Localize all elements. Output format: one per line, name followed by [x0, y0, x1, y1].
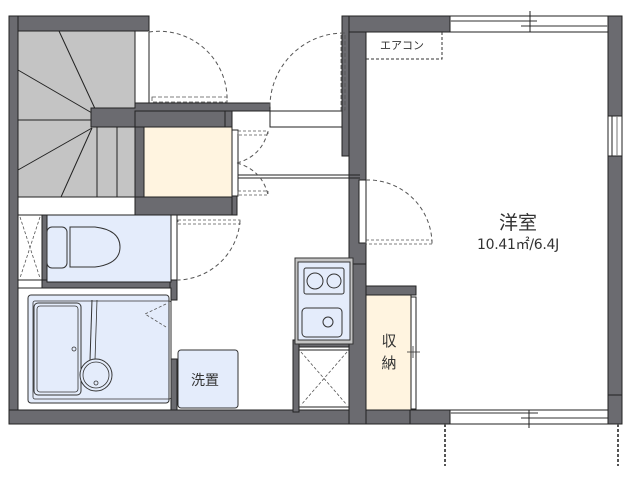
- storage-closet: [365, 294, 412, 411]
- top-window: [449, 11, 609, 36]
- aircon-marker: [366, 32, 443, 60]
- storage-sliding-door: [407, 296, 420, 410]
- toilet-door: [170, 214, 241, 281]
- closet-double-door: [231, 129, 360, 197]
- toilet-fixture: [46, 226, 121, 269]
- corridor-door: [269, 32, 346, 128]
- western-room-area: 10.41㎡/6.4J: [477, 237, 559, 253]
- bathtub-unit: [27, 294, 172, 404]
- pipe-space: [17, 214, 43, 281]
- kitchen-counter: [294, 257, 354, 345]
- right-window: [611, 115, 623, 157]
- washer-label: 洗置: [191, 373, 219, 389]
- western-room-name: 洋室: [498, 212, 537, 234]
- aircon-label: エアコン: [380, 39, 424, 52]
- bottom-window: [444, 395, 619, 466]
- western-room-door: [358, 179, 433, 245]
- washer-space: [177, 349, 239, 409]
- entrance-door: [148, 30, 228, 104]
- walls: [8, 15, 623, 425]
- storage-label: 収納: [381, 332, 397, 372]
- refrigerator-space: [298, 349, 350, 408]
- closet: [143, 126, 233, 198]
